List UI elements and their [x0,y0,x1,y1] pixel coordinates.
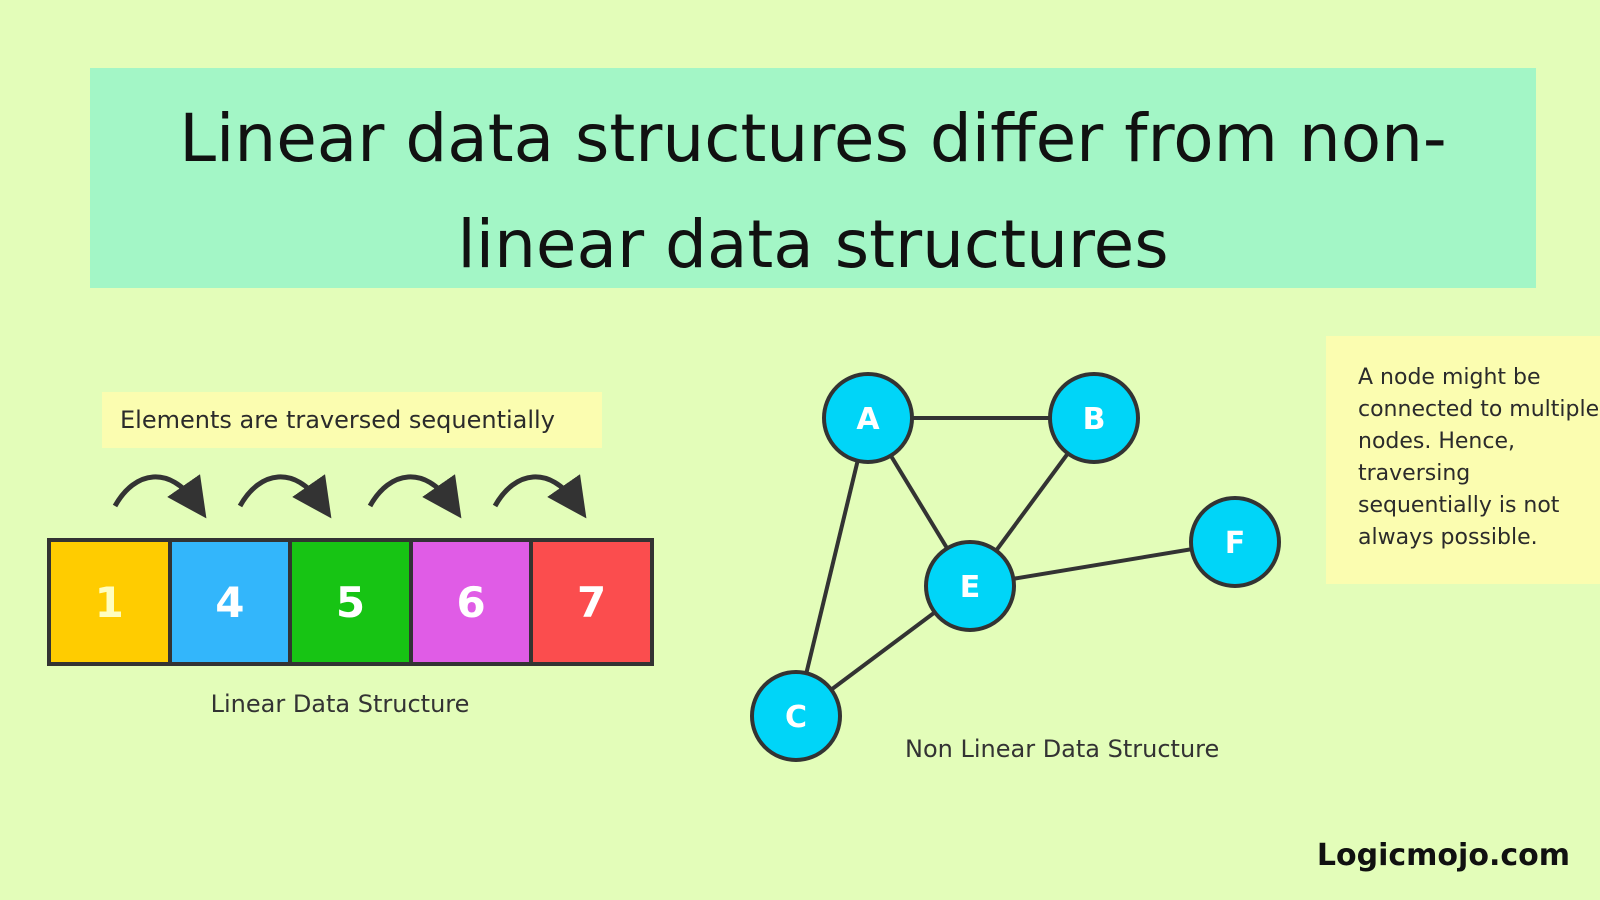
array-cell: 7 [529,542,650,662]
arrow-icon [237,474,332,519]
graph-diagram: A B E F C [750,372,1281,762]
traversal-note: Elements are traversed sequentially [102,392,602,448]
array-cell: 6 [408,542,530,662]
traversal-arrows [112,474,587,519]
array-cell: 1 [51,542,168,662]
title-banner: Linear data structures differ from non-l… [90,68,1536,288]
graph-node-A: A [822,372,914,464]
node-label: F [1225,526,1246,561]
node-label: B [1083,402,1106,437]
arrow-icon [367,474,462,519]
node-circle [1189,496,1281,588]
graph-node-C: C [750,670,842,762]
node-label: E [960,570,981,605]
linear-array: 1 4 5 6 7 [47,538,654,666]
array-cell: 4 [167,542,289,662]
array-cell: 5 [288,542,409,662]
graph-node-B: B [1048,372,1140,464]
node-connectivity-note: A node might be connected to multiple no… [1326,336,1600,584]
linear-caption: Linear Data Structure [210,690,470,718]
node-circle [1048,372,1140,464]
node-circle [750,670,842,762]
node-label: A [856,402,880,437]
arrow-icon [492,474,587,519]
node-label: C [785,700,807,735]
node-circle [924,540,1016,632]
graph-edge-A-C [794,417,870,717]
graph-node-F: F [1189,496,1281,588]
graph-node-E: E [924,540,1016,632]
nonlinear-caption: Non Linear Data Structure [905,735,1220,763]
page-title: Linear data structures differ from non-l… [179,100,1447,283]
node-circle [822,372,914,464]
arrow-icon [112,474,207,519]
brand-logo: Logicmojo.com [1316,838,1570,873]
